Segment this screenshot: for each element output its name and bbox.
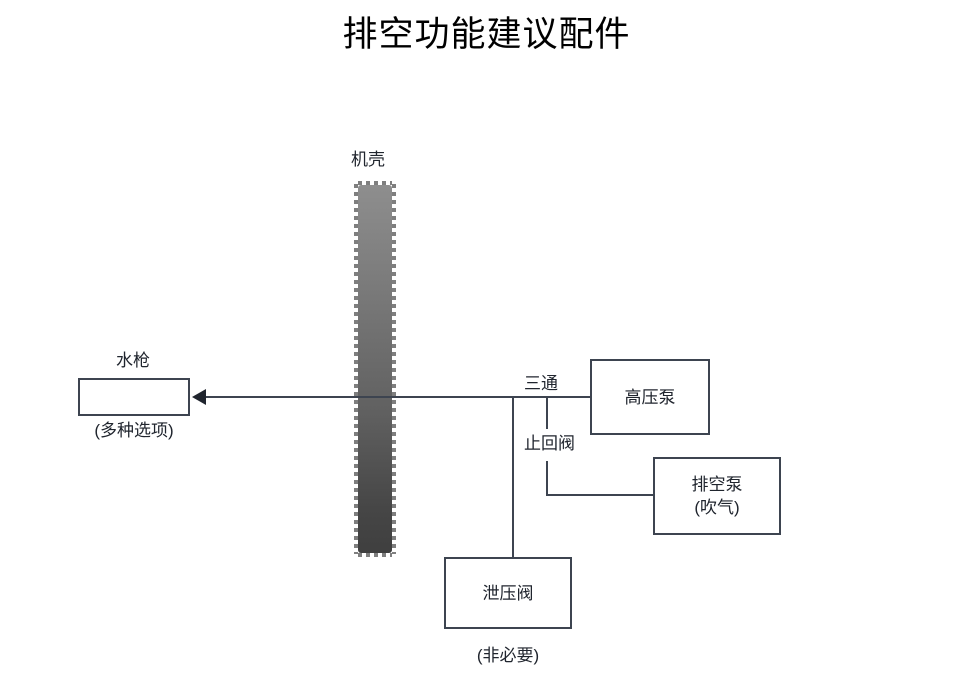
water-gun-caption: (多种选项) (94, 421, 174, 440)
node-high-pressure-pump-text: 高压泵 (624, 387, 676, 407)
page-title: 排空功能建议配件 (342, 15, 631, 54)
housing-bar-bottom-edge (358, 553, 392, 557)
label-check-valve: 止回阀 (524, 434, 575, 453)
node-relief-valve[interactable]: 泄压阀 (444, 557, 572, 629)
connector-relief-drop (512, 397, 514, 557)
connector-check-valve-lower (546, 461, 548, 496)
node-purge-pump[interactable]: 排空泵 (吹气) (653, 457, 781, 535)
water-gun-label: 水枪 (116, 351, 150, 370)
housing-bar-top-edge (358, 181, 392, 185)
node-purge-pump-text: 排空泵 (吹气) (691, 475, 743, 517)
flow-arrow-icon (192, 389, 206, 405)
node-relief-valve-text: 泄压阀 (482, 583, 534, 603)
node-high-pressure-pump[interactable]: 高压泵 (590, 359, 710, 435)
connector-purge-branch (546, 494, 653, 496)
label-tee: 三通 (524, 374, 558, 393)
connector-check-valve-upper (546, 397, 548, 429)
housing-label: 机壳 (351, 150, 385, 169)
connector-main-horizontal (206, 396, 590, 398)
relief-valve-caption: (非必要) (476, 646, 540, 665)
housing-bar (354, 181, 396, 557)
node-water-gun[interactable] (78, 378, 190, 416)
